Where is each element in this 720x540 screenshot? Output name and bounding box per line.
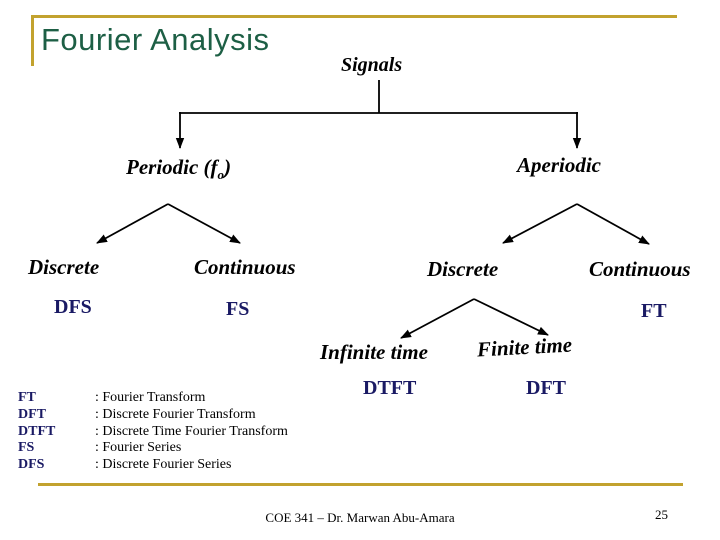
node-signals: Signals xyxy=(341,54,403,76)
node-periodic-continuous: Continuous xyxy=(194,255,296,279)
legend-abbr: DTFT xyxy=(18,423,56,439)
legend-desc: : Discrete Fourier Transform xyxy=(95,406,256,422)
legend-desc: : Discrete Fourier Series xyxy=(95,457,232,473)
legend-desc: : Fourier Series xyxy=(95,440,182,456)
node-periodic: Periodic (fo) xyxy=(126,155,232,183)
footer-course-label: COE 341 – Dr. Marwan Abu-Amara xyxy=(265,510,455,525)
legend-abbr: DFS xyxy=(18,457,45,473)
legend-row-dft: DFT : Discrete Fourier Transform xyxy=(18,407,288,424)
slide-page-number: 25 xyxy=(655,507,668,522)
legend-row-ft: FT : Fourier Transform xyxy=(18,390,288,407)
node-aperiodic-continuous: Continuous xyxy=(589,257,691,281)
node-infinite-time: Infinite time xyxy=(320,340,428,364)
legend-row-dfs: DFS : Discrete Fourier Series xyxy=(18,457,288,474)
legend-desc: : Discrete Time Fourier Transform xyxy=(95,423,288,439)
node-periodic-discrete: Discrete xyxy=(28,255,100,279)
legend-abbr: DFT xyxy=(18,406,46,422)
node-dfs: DFS xyxy=(54,296,92,318)
legend-desc: : Fourier Transform xyxy=(95,390,206,405)
slide-title: Fourier Analysis xyxy=(41,22,270,57)
node-periodic-text: Periodic (f xyxy=(126,155,218,179)
title-accent-line xyxy=(31,15,34,66)
node-fs: FS xyxy=(226,298,250,320)
node-aperiodic-discrete: Discrete xyxy=(427,257,499,281)
node-dft: DFT xyxy=(526,377,566,399)
node-dtft: DTFT xyxy=(363,377,417,399)
node-ft: FT xyxy=(641,300,667,322)
legend-abbr: FS xyxy=(18,440,35,456)
legend-row-fs: FS : Fourier Series xyxy=(18,440,288,457)
legend-row-dtft: DTFT : Discrete Time Fourier Transform xyxy=(18,424,288,441)
legend-abbr: FT xyxy=(18,390,36,405)
node-aperiodic: Aperiodic xyxy=(517,153,601,177)
abbreviation-legend: FT : Fourier Transform DFT : Discrete Fo… xyxy=(18,390,288,474)
footer-accent-line xyxy=(38,483,683,486)
top-accent-line xyxy=(31,15,677,18)
node-periodic-subscript: o xyxy=(217,167,225,183)
node-periodic-close: ) xyxy=(224,155,232,179)
